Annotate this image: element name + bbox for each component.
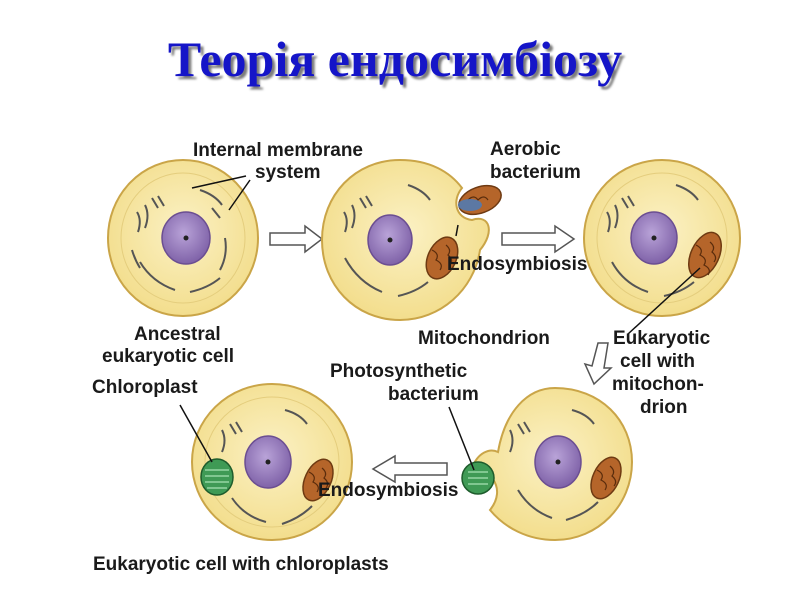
cell-with-chloroplasts bbox=[179, 383, 353, 541]
internal-membrane-system bbox=[606, 184, 699, 297]
chloroplast bbox=[200, 458, 234, 496]
label-chloroplast: Chloroplast bbox=[92, 377, 198, 398]
label-aerobic: Aerobic bbox=[490, 139, 561, 160]
left-arrow-icon bbox=[371, 454, 448, 484]
mitochondrion bbox=[688, 231, 722, 279]
label-endosymbiosis-top: Endosymbiosis bbox=[447, 254, 587, 275]
internal-membrane-system bbox=[131, 189, 227, 293]
mitochondrion bbox=[590, 456, 622, 500]
internal-membrane-system bbox=[509, 409, 599, 521]
internal-membrane-system bbox=[343, 184, 431, 297]
label-mitochondrion: Mitochondrion bbox=[418, 328, 550, 349]
label-aerobic-2: bacterium bbox=[490, 162, 581, 183]
label-internal-membrane-2: system bbox=[255, 162, 321, 183]
engulfing-cell-photosynthetic bbox=[448, 386, 634, 542]
internal-membrane-system bbox=[221, 409, 313, 525]
label-eukaryotic-mito-2: cell with bbox=[620, 351, 695, 372]
label-eukaryotic-mito-3: mitochon- bbox=[612, 374, 704, 395]
ancestral-cell bbox=[107, 159, 259, 317]
label-photosynthetic: Photosynthetic bbox=[330, 361, 468, 382]
right-arrow-icon bbox=[269, 224, 324, 254]
label-eukaryotic-mito-4: drion bbox=[640, 397, 688, 418]
page-title: Теорія ендосимбіозу bbox=[167, 31, 623, 87]
engulfed-mitochondrion bbox=[425, 236, 459, 280]
label-ancestral-2: eukaryotic cell bbox=[102, 346, 234, 367]
label-ancestral: Ancestral bbox=[134, 324, 221, 345]
engulfing-cell bbox=[320, 158, 502, 322]
down-arrow-icon bbox=[583, 342, 613, 386]
label-photosynthetic-2: bacterium bbox=[388, 384, 479, 405]
label-internal-membrane: Internal membrane bbox=[193, 140, 363, 161]
right-arrow-icon bbox=[501, 224, 576, 254]
cell-with-mitochondrion bbox=[583, 159, 741, 335]
label-endosymbiosis-bottom: Endosymbiosis bbox=[318, 480, 458, 501]
label-eukaryotic-chloro: Eukaryotic cell with chloroplasts bbox=[93, 554, 389, 575]
aerobic-bacterium bbox=[458, 184, 502, 216]
mitochondrion bbox=[302, 458, 334, 502]
photosynthetic-bacterium bbox=[461, 461, 495, 495]
label-eukaryotic-mito: Eukaryotic bbox=[613, 328, 711, 349]
